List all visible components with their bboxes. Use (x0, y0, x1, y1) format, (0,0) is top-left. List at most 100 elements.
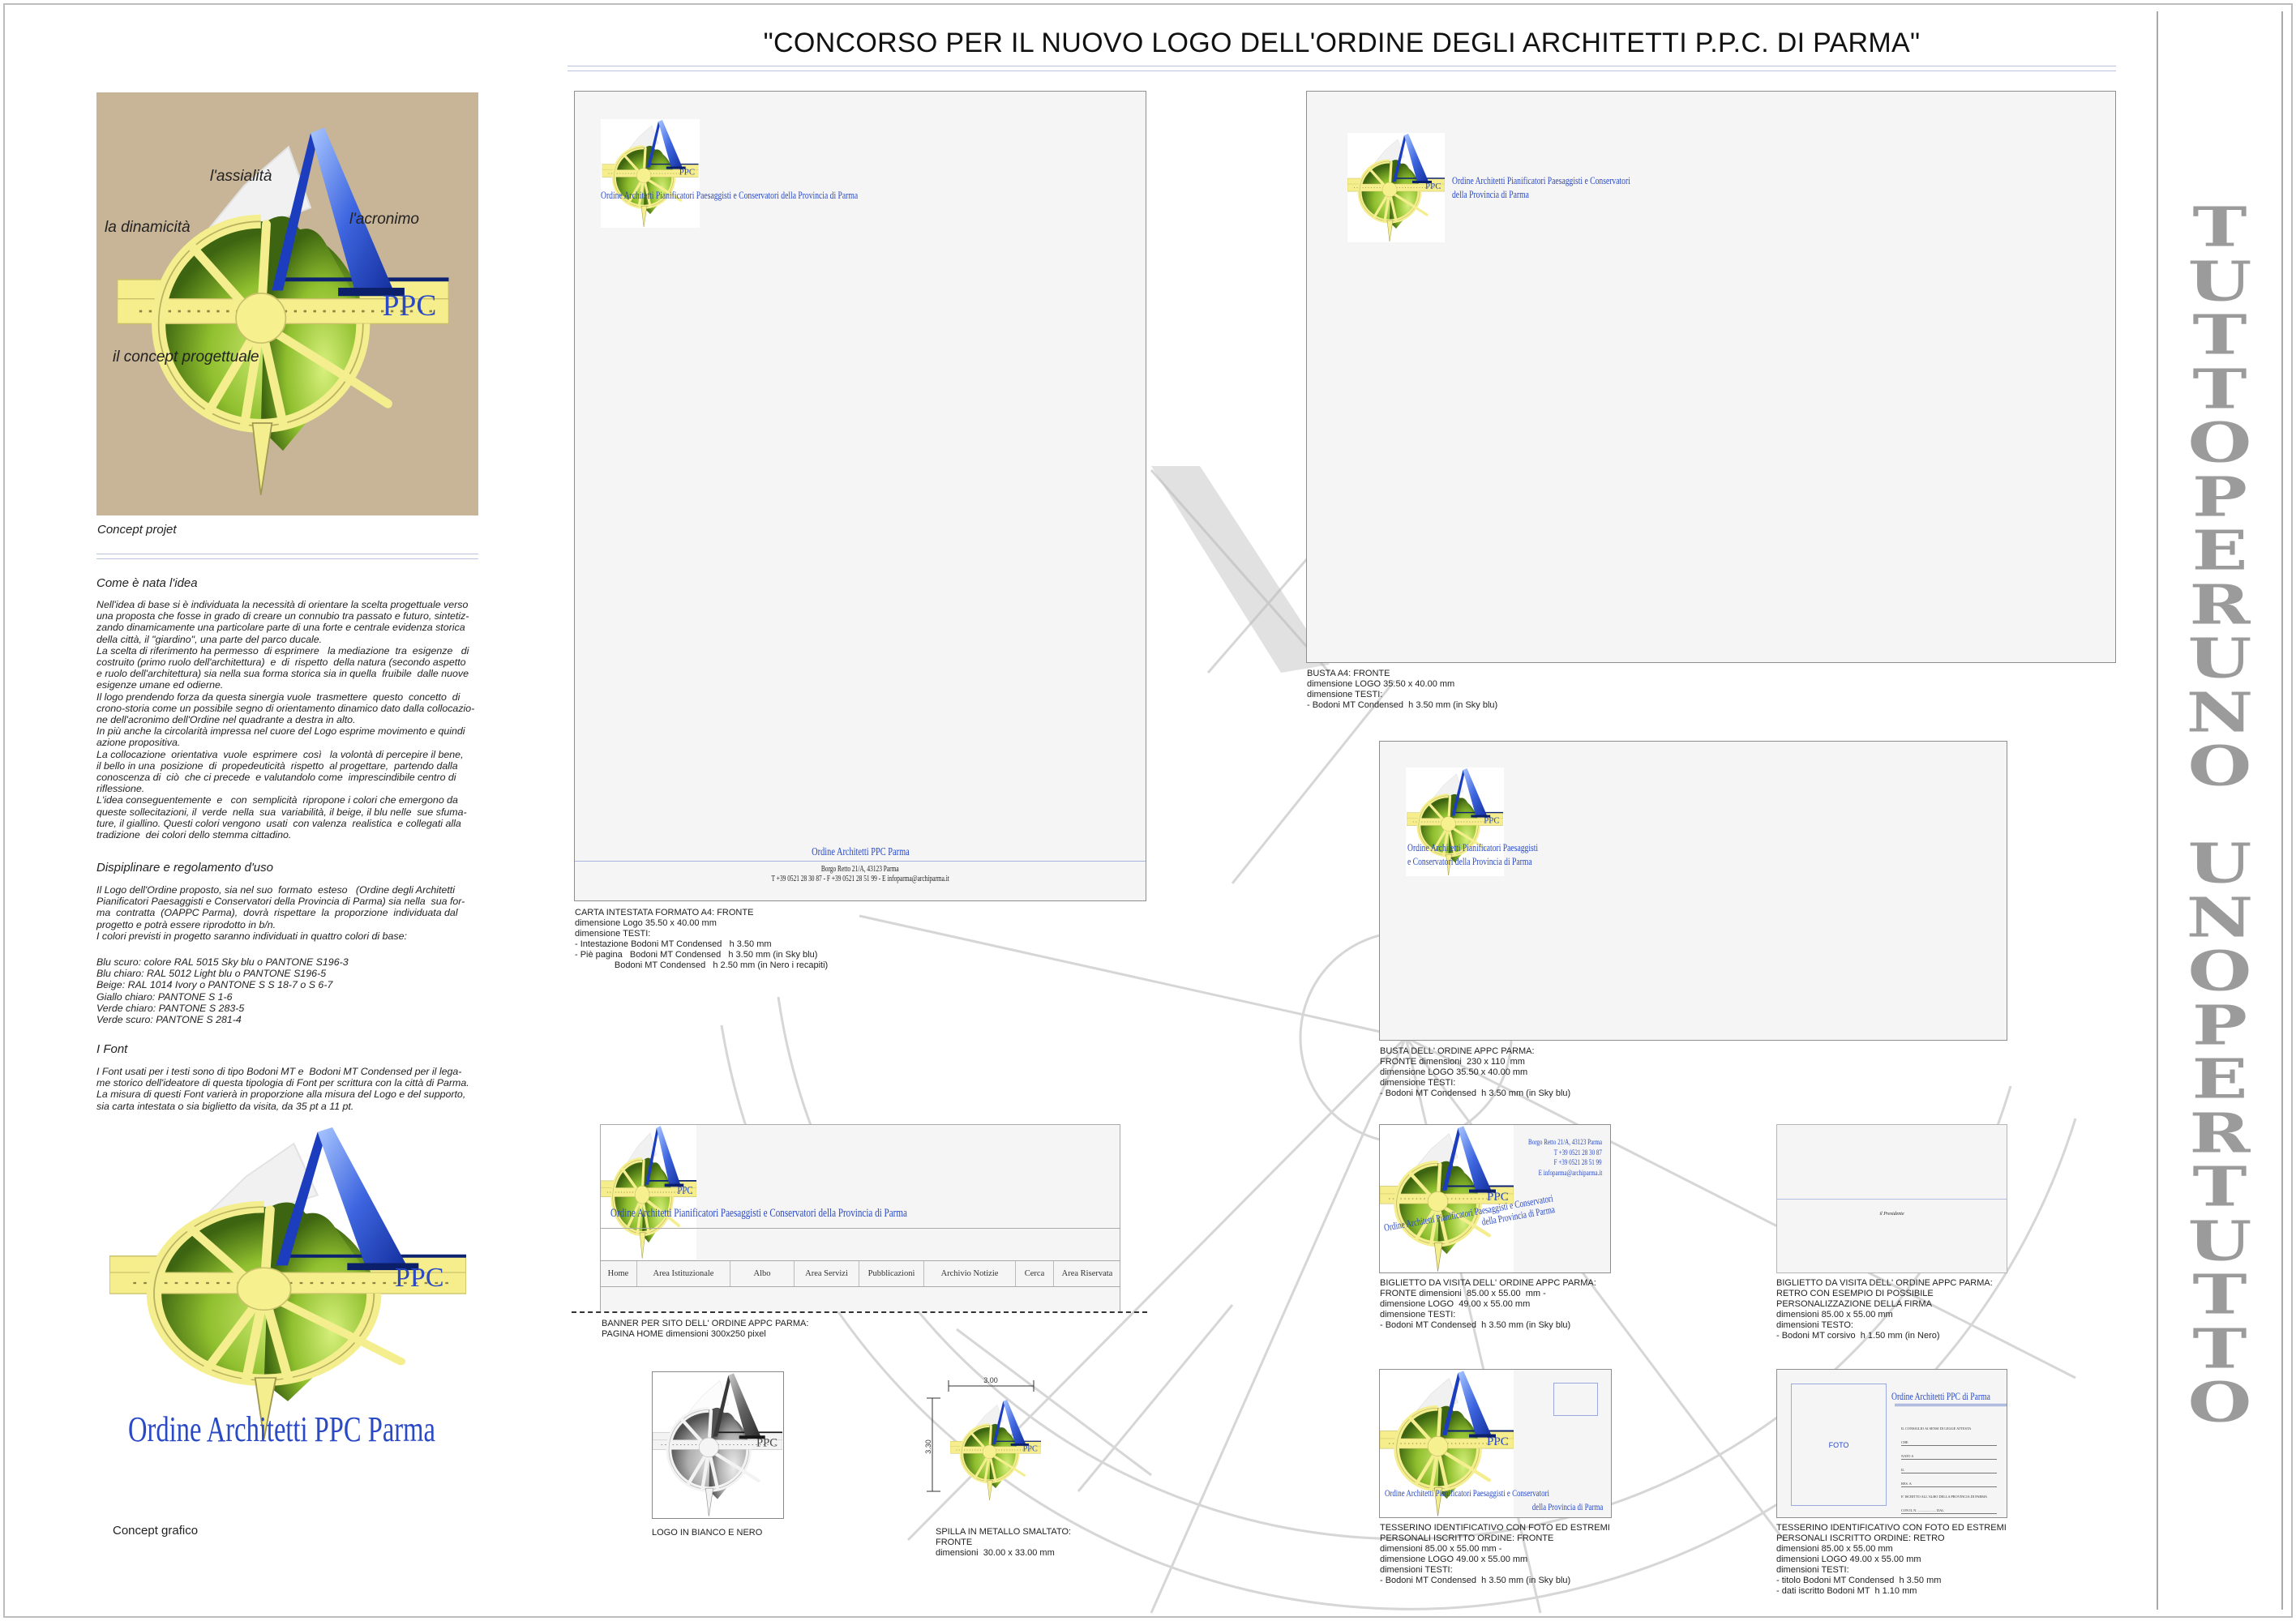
sketch-diagonal (956, 1328, 1152, 1477)
letterhead-address: Borgo Retto 21/A, 43123 Parma (575, 865, 1146, 874)
id-field-che[interactable]: CHE (1901, 1440, 1997, 1446)
text-line: esigenze umane ed odierne. (96, 679, 224, 691)
motto-letter: R (2189, 1101, 2251, 1165)
id-card-front: Ordine Architetti Pianificatori Paesaggi… (1379, 1369, 1612, 1518)
text-line: riflessione. (96, 783, 145, 795)
envelope-a4-name-line2: della Provincia di Parma (1452, 188, 1556, 201)
card-email: E infoparma@archiparma.it (1538, 1169, 1602, 1178)
id-field-res-a[interactable]: RES. A (1901, 1482, 1997, 1487)
text-line: BANNER PER SITO DELL' ORDINE APPC PARMA: (602, 1319, 809, 1328)
id-field-nato-a[interactable]: NATO A (1901, 1454, 1997, 1460)
business-card-front: Borgo Retto 21/A, 43123 Parma T +39 0521… (1379, 1124, 1611, 1273)
nav-albo[interactable]: Albo (730, 1261, 795, 1286)
envelope-order-caption: BUSTA DELL' ORDINE APPC PARMA:FRONTE dim… (1380, 1046, 1570, 1099)
concept-grafico-name: Ordine Architetti PPC Parma (128, 1409, 543, 1450)
text-line: dimensioni 85.00 x 55.00 mm (1776, 1544, 1893, 1554)
text-line: - Bodoni MT Condensed h 3.50 mm (in Sky … (1380, 1320, 1571, 1330)
motto-letter: T (2192, 1263, 2247, 1328)
motto-letter: R (2189, 572, 2251, 637)
text-line: Pianificatori Paesaggisti e Conservatori… (96, 896, 465, 908)
text-line: - titolo Bodoni MT Condensed h 3.50 mm (1776, 1576, 1942, 1585)
concept-label-project: il concept progettuale (113, 349, 259, 366)
pin-height-label: 3.30 (924, 1439, 932, 1454)
card-back-divider (1777, 1199, 2007, 1200)
fonts-heading: I Font (96, 1042, 128, 1056)
id-back-title-text: Ordine Architetti PPC di Parma (1891, 1390, 1990, 1402)
text-line: - Bodoni MT Condensed h 3.50 mm (in Sky … (1307, 700, 1498, 710)
business-card-back: il Presidente (1776, 1124, 2007, 1273)
banner-cut-line (572, 1311, 1147, 1313)
text-line: della città, il "giardino", una parte de… (96, 633, 323, 645)
text-line: crono-storia come un possibile segno di … (96, 702, 475, 714)
text-line: dimensione LOGO 35.50 x 40.00 mm (1380, 1067, 1528, 1077)
text-line: dimensioni 30.00 x 33.00 mm (936, 1548, 1055, 1558)
concept-image: l'assialità l'acronimo la dinamicità il … (96, 92, 478, 515)
business-card-front-caption: BIGLIETTO DA VISITA DELL' ORDINE APPC PA… (1380, 1278, 1596, 1331)
envelope-order-name-line2: e Conservatori della Provincia di Parma (1407, 855, 1576, 868)
page-title: "CONCORSO PER IL NUOVO LOGO DELL'ORDINE … (763, 28, 1921, 58)
text-line: In più anche la circolarità impressa nel… (96, 725, 465, 738)
rules-heading: Dispiplinare e regolamento d'uso (96, 861, 273, 875)
letterhead-contacts: T +39 0521 28 30 87 - F +39 0521 28 51 9… (575, 875, 1146, 883)
banner-title-text: Ordine Architetti Pianificatori Paesaggi… (610, 1207, 907, 1220)
text-line: dimensioni 85.00 x 55.00 mm - (1380, 1544, 1502, 1554)
motto-letter: N (2186, 885, 2254, 950)
letterhead-heading-text: Ordine Architetti Pianificatori Paesaggi… (601, 189, 859, 201)
text-line: me storico dell'ideatore di questa tipol… (96, 1077, 469, 1089)
nav-cerca[interactable]: Cerca (1016, 1261, 1054, 1286)
envelope-order: Ordine Architetti Pianificatori Paesaggi… (1379, 741, 2007, 1041)
id-field-numero[interactable]: CON IL N. ..................... DAL (1901, 1508, 1997, 1514)
fonts-body: I Font usati per i testi sono di tipo Bo… (96, 1066, 486, 1112)
text-line: Blu chiaro: RAL 5012 Light blu o PANTONE… (96, 968, 327, 980)
text-line: TESSERINO IDENTIFICATIVO CON FOTO ED EST… (1776, 1523, 2007, 1533)
id-front-name-line2: della Provincia di Parma (1507, 1501, 1603, 1513)
nav-home[interactable]: Home (600, 1261, 637, 1286)
text-line: dimensione TESTI: (575, 929, 651, 939)
motto-letter: U (2187, 832, 2252, 896)
text-line: costruito (primo ruolo dell'architettura… (96, 657, 466, 669)
letterhead-footer-line (575, 861, 1146, 862)
idea-heading: Come è nata l'idea (96, 576, 198, 590)
text-line: dimensioni TESTI: (1380, 1565, 1453, 1575)
envelope-order-name-line1: Ordine Architetti Pianificatori Paesaggi… (1407, 841, 1584, 854)
letterhead-footer-name: Ordine Architetti PPC Parma (575, 845, 1146, 859)
card-fax: F +39 0521 28 51 99 (1554, 1159, 1602, 1167)
text-line: SPILLA IN METALLO SMALTATO: (936, 1527, 1072, 1537)
sketch-diagonal (1231, 680, 1396, 884)
text-line: ture, il giallino. Questi colori vengono… (96, 817, 461, 829)
nav-area-servizi[interactable]: Area Servizi (795, 1261, 859, 1286)
text-line: azione propositiva. (96, 737, 181, 749)
text-line: tradizione dei colori dello stemma citta… (96, 829, 292, 841)
envelope-a4-name-line1: Ordine Architetti Pianificatori Paesaggi… (1452, 174, 1693, 187)
nav-archivio-notizie[interactable]: Archivio Notizie (924, 1261, 1016, 1286)
id-card-back: FOTO Ordine Architetti PPC di Parma IL C… (1776, 1369, 2007, 1518)
text-line: dimensioni TESTO: (1776, 1320, 1853, 1330)
letterhead-a4: Ordine Architetti Pianificatori Paesaggi… (574, 91, 1146, 901)
motto-letter: N (2186, 680, 2254, 745)
card-back-signature: il Presidente (1879, 1212, 1904, 1217)
motto-letter: E (2191, 519, 2248, 584)
id-field-il[interactable]: IL (1901, 1468, 1997, 1473)
text-line: dimensioni LOGO 49.00 x 55.00 mm (1776, 1555, 1921, 1564)
nav-area-istituzionale[interactable]: Area Istituzionale (637, 1261, 730, 1286)
motto-letter: U (2187, 1208, 2252, 1273)
text-line: Il logo prendendo forza da questa sinerg… (96, 691, 460, 703)
motto-letter: O (2187, 1371, 2252, 1435)
letterhead-logo (601, 119, 700, 228)
footer-name-text: Ordine Architetti PPC Parma (811, 846, 910, 858)
text-line: ne dell'acronimo dell'Ordine nel quadran… (96, 714, 356, 726)
motto-letter: T (2192, 1316, 2247, 1381)
motto-letter: T (2192, 195, 2247, 260)
text-line: RETRO CON ESEMPIO DI POSSIBILE (1776, 1289, 1934, 1298)
motto-letter: E (2191, 1047, 2248, 1112)
id-front-photo-box (1553, 1383, 1598, 1416)
nav-pubblicazioni[interactable]: Pubblicazioni (859, 1261, 924, 1286)
rules-body: Il Logo dell'Ordine proposto, sia nel su… (96, 884, 486, 942)
text-line: FRONTE dimensioni 85.00 x 55.00 mm - (1380, 1289, 1546, 1298)
nav-area-riservata[interactable]: Area Riservata (1061, 1269, 1113, 1278)
text-line: - Bodoni MT Condensed h 3.50 mm (in Sky … (1380, 1089, 1571, 1098)
color-list: Blu scuro: colore RAL 5015 Sky blu o PAN… (96, 956, 486, 1025)
